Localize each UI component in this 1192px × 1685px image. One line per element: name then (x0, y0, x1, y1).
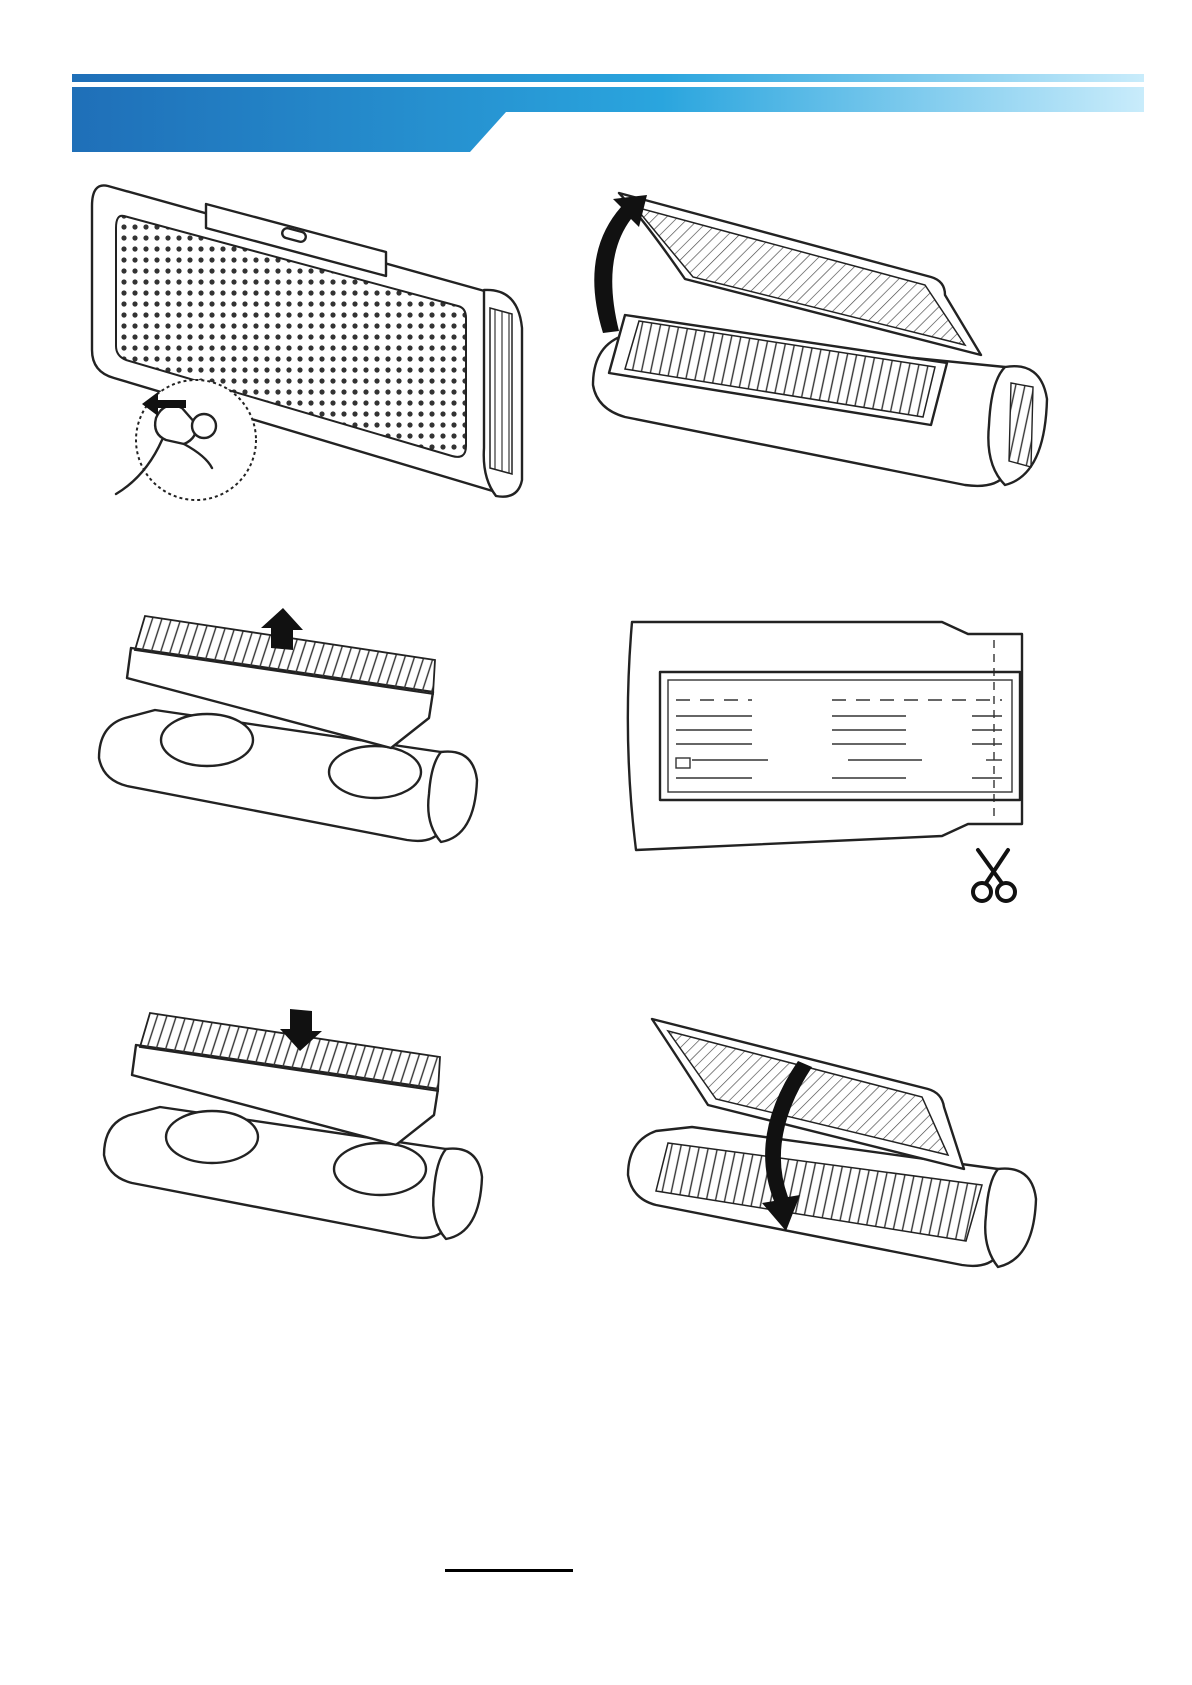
step-unplug-illustration (86, 178, 556, 538)
step-remove-filter-illustration (95, 608, 545, 908)
curved-arrow-up-icon (594, 195, 647, 333)
scissors-icon (973, 850, 1015, 901)
step-insert-filter-illustration (100, 1005, 550, 1305)
section-header-band (72, 74, 1144, 152)
step-close-cover-illustration (622, 1015, 1102, 1315)
page-footer-rule (445, 1569, 573, 1572)
step-unwrap-filter-illustration (622, 618, 1102, 908)
step-open-cover-illustration (585, 185, 1125, 530)
